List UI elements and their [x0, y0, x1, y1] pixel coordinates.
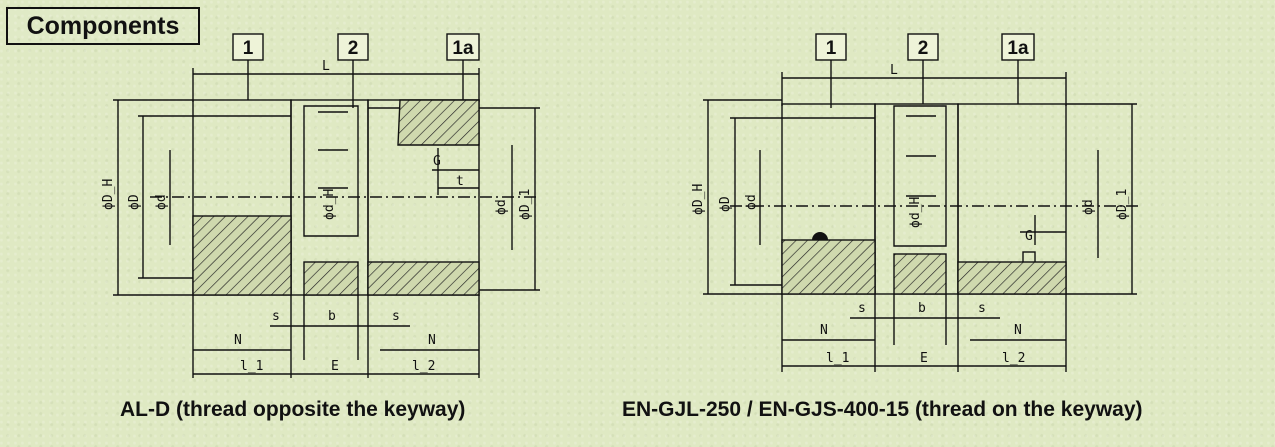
dim-E: E [920, 351, 928, 366]
callout-1: 1 [243, 38, 254, 59]
dim-phi-dH: ϕd_H [322, 189, 337, 220]
dim-s-right: s [392, 309, 400, 324]
callout-1: 1 [826, 38, 837, 59]
dim-l2: l_2 [1002, 351, 1025, 366]
dim-phi-d-right: ϕd [1081, 199, 1096, 215]
dim-G: G [1025, 229, 1033, 244]
callout-1a: 1a [452, 38, 474, 59]
dim-G: G [433, 154, 441, 169]
dim-E: E [331, 359, 339, 374]
callout-1a: 1a [1007, 38, 1029, 59]
dim-N-left: N [820, 323, 828, 338]
dim-phi-d-left: ϕd [744, 194, 759, 210]
callout-2: 2 [348, 38, 359, 59]
callout-2: 2 [918, 38, 929, 59]
dim-phi-d-right: ϕd [494, 199, 509, 215]
diagram-al-d: 1 2 1a L ϕD_H ϕD ϕd ϕd_H ϕd ϕD_1 G t N s… [101, 33, 540, 378]
caption-en-gjl: EN-GJL-250 / EN-GJS-400-15 (thread on th… [622, 398, 1143, 421]
dim-N-left: N [234, 333, 242, 348]
dim-b: b [918, 301, 926, 316]
dim-L: L [890, 63, 898, 78]
dim-phi-D1: ϕD_1 [1115, 189, 1130, 220]
dim-phi-dH: ϕd_H [908, 197, 923, 228]
dim-s-left: s [858, 301, 866, 316]
dim-phi-D: ϕD [127, 194, 142, 210]
dim-phi-DH: ϕD_H [691, 184, 706, 215]
diagram-en-gjl: 1 2 1a L ϕD_H ϕD ϕd ϕd_H ϕd ϕD_1 G N s b… [691, 33, 1140, 372]
dim-L: L [322, 59, 330, 74]
dim-l1: l_1 [826, 351, 849, 366]
dim-phi-d-left: ϕd [154, 194, 169, 210]
dim-phi-D1: ϕD_1 [518, 189, 533, 220]
dim-phi-D: ϕD [718, 196, 733, 212]
caption-al-d: AL-D (thread opposite the keyway) [120, 398, 466, 421]
dim-b: b [328, 309, 336, 324]
dim-N-right: N [428, 333, 436, 348]
section-title: Components [6, 7, 200, 45]
dim-s-right: s [978, 301, 986, 316]
dim-t: t [456, 174, 464, 189]
dim-s-left: s [272, 309, 280, 324]
dim-N-right: N [1014, 323, 1022, 338]
dim-l2: l_2 [412, 359, 435, 374]
dim-l1: l_1 [240, 359, 263, 374]
dim-phi-DH: ϕD_H [101, 179, 116, 210]
